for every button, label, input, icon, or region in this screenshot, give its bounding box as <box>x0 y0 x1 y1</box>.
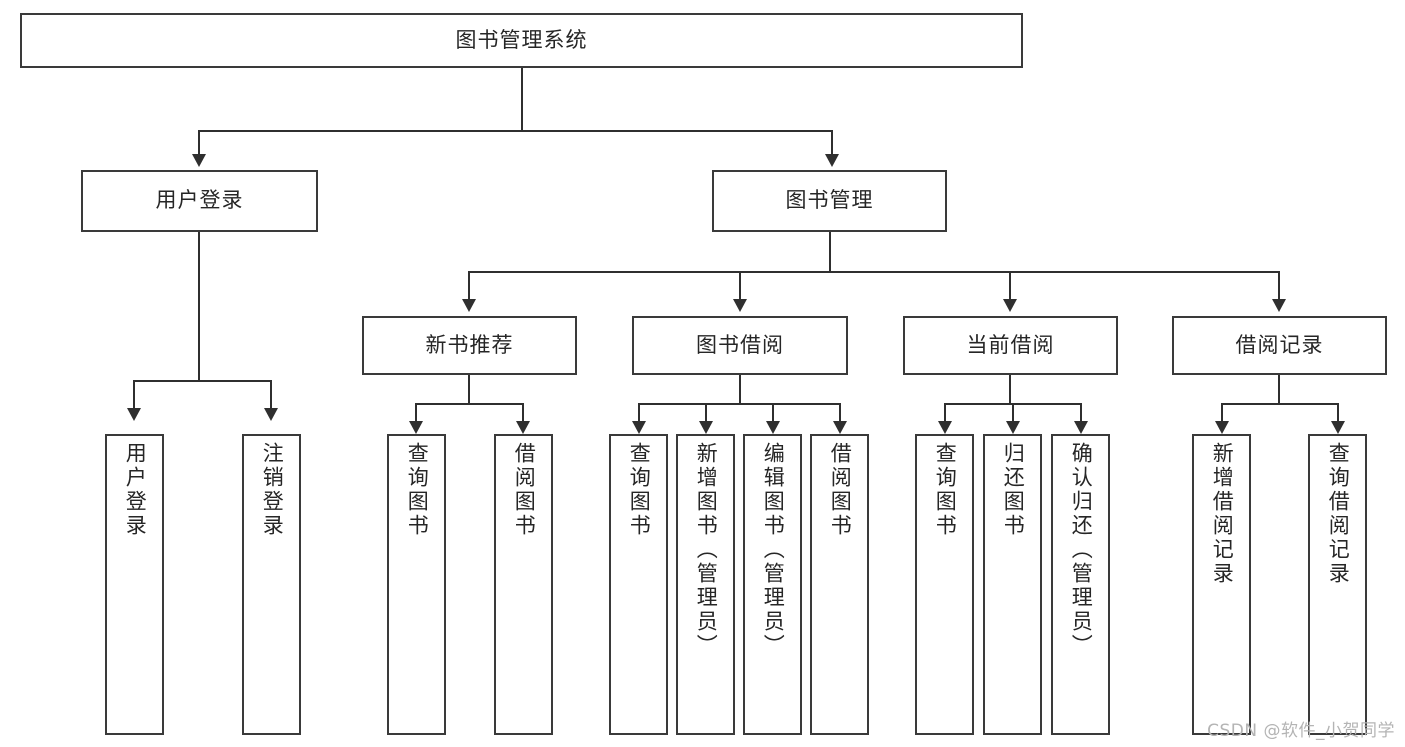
arrow-leaf-add-book <box>699 421 713 434</box>
connector-cb-child-2 <box>1012 403 1014 423</box>
node-user-login[interactable]: 用户登录 <box>81 170 318 232</box>
connector-bb-child-1 <box>638 403 640 423</box>
arrow-leaf-return-book <box>1006 421 1020 434</box>
connector-to-book-borrow <box>739 271 741 301</box>
node-borrow-record[interactable]: 借阅记录 <box>1172 316 1387 375</box>
leaf-add-borrow-record[interactable]: 新增借阅记录 <box>1192 434 1251 735</box>
leaf-query-borrow-record[interactable]: 查询借阅记录 <box>1308 434 1367 735</box>
connector-book-borrow-stem <box>739 375 741 405</box>
connector-new-book-recommend-stem <box>468 375 470 405</box>
node-label: 编辑图书（管理员） <box>761 442 786 658</box>
arrow-to-new-book-recommend <box>462 299 476 312</box>
node-label: 图书管理 <box>785 188 874 213</box>
arrow-leaf-query-record <box>1331 421 1345 434</box>
leaf-borrow-book-new-recommend[interactable]: 借阅图书 <box>494 434 553 735</box>
leaf-user-login[interactable]: 用户登录 <box>105 434 164 735</box>
leaf-query-book-new-recommend[interactable]: 查询图书 <box>387 434 446 735</box>
node-label: 新书推荐 <box>425 332 514 357</box>
node-book-management[interactable]: 图书管理 <box>712 170 947 232</box>
connector-nbr-child-1 <box>415 403 417 423</box>
connector-level1-bus <box>198 130 833 132</box>
node-label: 归还图书 <box>1001 442 1026 538</box>
arrow-leaf-borrow-book-1 <box>516 421 530 434</box>
connector-to-borrow-record <box>1278 271 1280 301</box>
connector-bb-child-4 <box>839 403 841 423</box>
leaf-query-book-current[interactable]: 查询图书 <box>915 434 974 735</box>
leaf-logout-login[interactable]: 注销登录 <box>242 434 301 735</box>
connector-user-login-bus <box>133 380 271 382</box>
connector-bb-child-3 <box>772 403 774 423</box>
connector-cb-child-3 <box>1080 403 1082 423</box>
arrow-leaf-query-book-2 <box>632 421 646 434</box>
connector-book-manage-stem <box>829 232 831 272</box>
node-label: 查询图书 <box>405 442 430 538</box>
connector-borrow-record-bus <box>1221 403 1339 405</box>
node-label: 确认归还（管理员） <box>1069 442 1094 658</box>
connector-user-login-child-1 <box>133 380 135 410</box>
arrow-to-user-login <box>192 154 206 167</box>
connector-nbr-child-2 <box>522 403 524 423</box>
connector-level2-bus <box>468 271 1279 273</box>
node-label: 借阅图书 <box>512 442 537 538</box>
arrow-leaf-confirm-return <box>1074 421 1088 434</box>
connector-to-user-login <box>198 130 200 156</box>
node-label: 新增借阅记录 <box>1210 442 1235 586</box>
node-label: 图书借阅 <box>696 332 784 357</box>
arrow-to-book-manage <box>825 154 839 167</box>
arrow-leaf-query-book-3 <box>938 421 952 434</box>
node-label: 用户登录 <box>155 188 244 213</box>
connector-br-child-1 <box>1221 403 1223 423</box>
leaf-edit-book-admin[interactable]: 编辑图书（管理员） <box>743 434 802 735</box>
node-current-borrow[interactable]: 当前借阅 <box>903 316 1118 375</box>
connector-book-borrow-bus <box>638 403 840 405</box>
arrow-to-borrow-record <box>1272 299 1286 312</box>
node-label: 借阅记录 <box>1235 332 1324 357</box>
arrow-leaf-logout-login <box>264 408 278 421</box>
csdn-watermark: CSDN @软件_小贺同学 <box>1207 721 1395 741</box>
arrow-leaf-borrow-book-2 <box>833 421 847 434</box>
node-new-book-recommend[interactable]: 新书推荐 <box>362 316 577 375</box>
arrow-to-book-borrow <box>733 299 747 312</box>
node-label: 查询图书 <box>627 442 652 538</box>
leaf-borrow-book-borrow[interactable]: 借阅图书 <box>810 434 869 735</box>
connector-user-login-child-2 <box>270 380 272 410</box>
leaf-query-book-borrow[interactable]: 查询图书 <box>609 434 668 735</box>
connector-to-book-manage <box>831 130 833 156</box>
node-label: 查询图书 <box>933 442 958 538</box>
connector-user-login-stem <box>198 232 200 382</box>
arrow-leaf-user-login <box>127 408 141 421</box>
connector-current-borrow-stem <box>1009 375 1011 405</box>
connector-br-child-2 <box>1337 403 1339 423</box>
connector-root-stem <box>521 68 523 130</box>
arrow-leaf-add-record <box>1215 421 1229 434</box>
arrow-leaf-query-book-1 <box>409 421 423 434</box>
node-root-book-management-system[interactable]: 图书管理系统 <box>20 13 1023 68</box>
arrow-leaf-edit-book <box>766 421 780 434</box>
connector-to-current-borrow <box>1009 271 1011 301</box>
leaf-confirm-return-admin[interactable]: 确认归还（管理员） <box>1051 434 1110 735</box>
node-label: 当前借阅 <box>966 332 1055 357</box>
node-label: 用户登录 <box>123 442 148 538</box>
connector-to-new-book-recommend <box>468 271 470 301</box>
node-label: 注销登录 <box>260 442 285 538</box>
node-label: 借阅图书 <box>828 442 853 538</box>
leaf-return-book[interactable]: 归还图书 <box>983 434 1042 735</box>
connector-borrow-record-stem <box>1278 375 1280 405</box>
leaf-add-book-admin[interactable]: 新增图书（管理员） <box>676 434 735 735</box>
node-label: 新增图书（管理员） <box>694 442 719 658</box>
arrow-to-current-borrow <box>1003 299 1017 312</box>
connector-cb-child-1 <box>944 403 946 423</box>
connector-new-book-recommend-bus <box>415 403 524 405</box>
node-label: 图书管理系统 <box>455 27 588 52</box>
node-book-borrow[interactable]: 图书借阅 <box>632 316 848 375</box>
connector-bb-child-2 <box>705 403 707 423</box>
node-label: 查询借阅记录 <box>1326 442 1351 586</box>
